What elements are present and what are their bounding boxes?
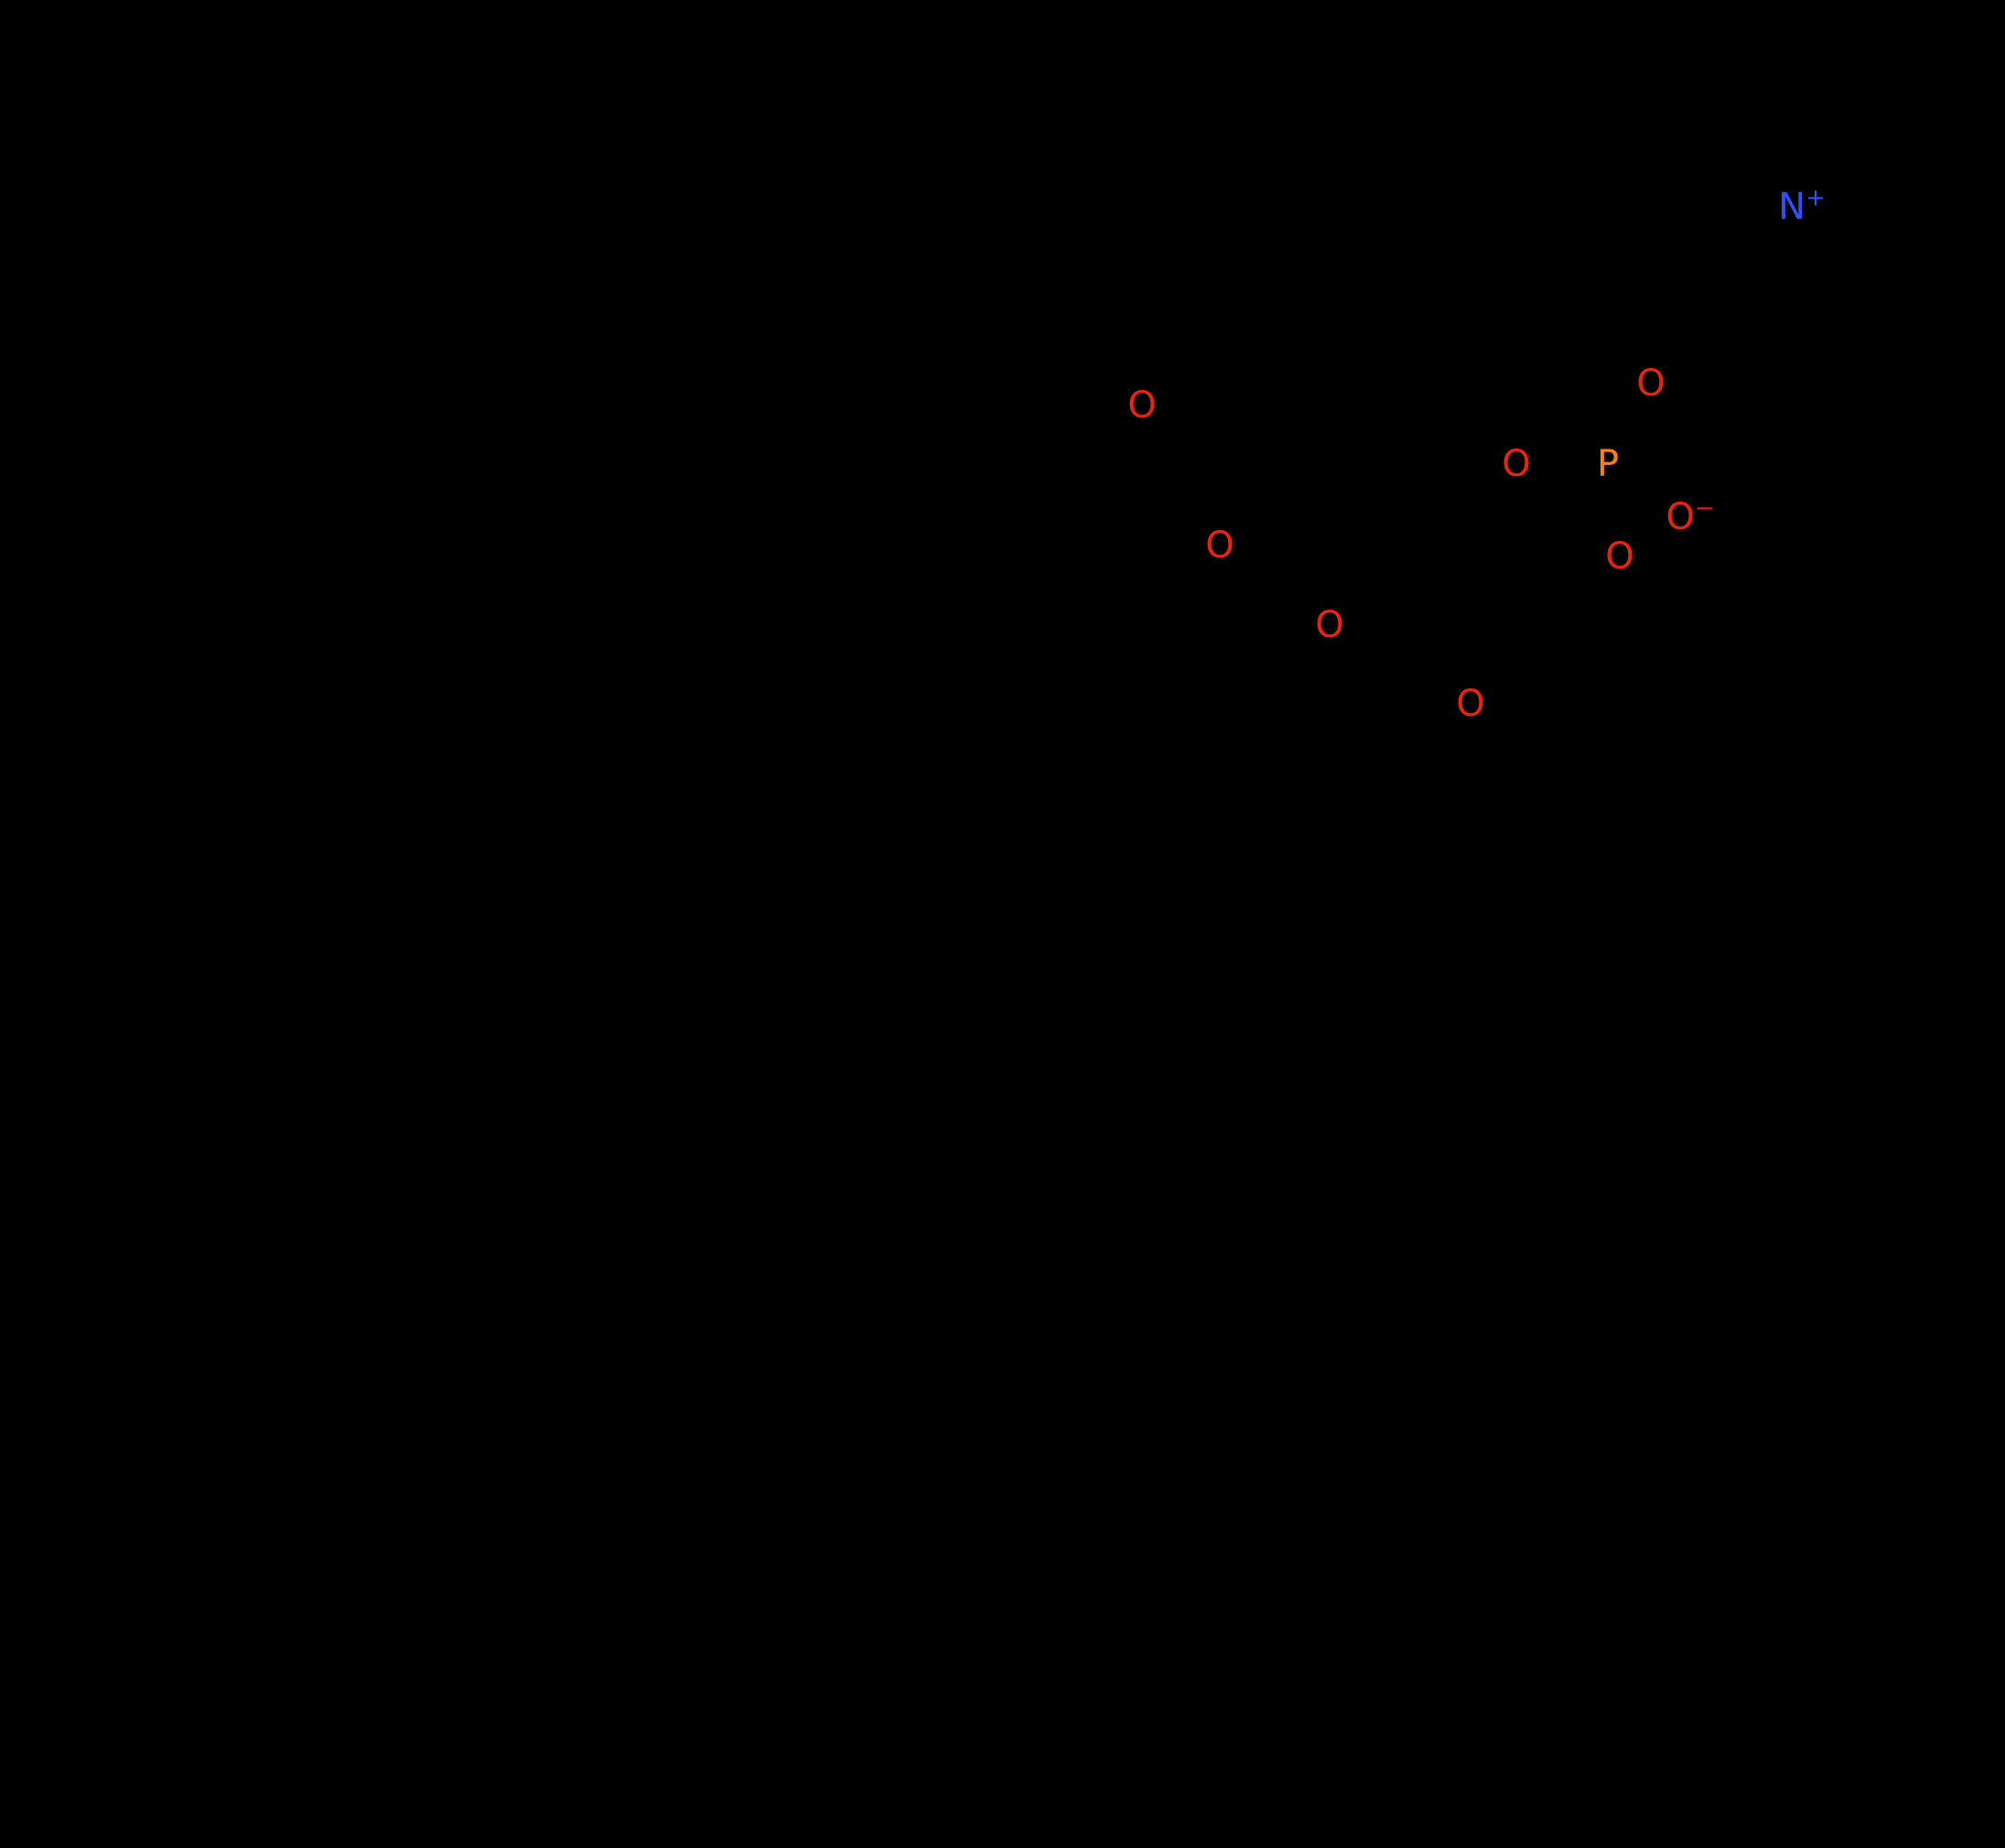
atom-label-n-plus: N+ [1778,184,1826,228]
charge-label: + [1806,184,1826,212]
atom-label-o: O [1456,683,1485,725]
atom-label-o-minus: O− [1665,494,1715,538]
atom-label-o: O [1127,384,1157,427]
atom-label-o: O [1502,443,1531,485]
atom-label-o: O [1605,535,1634,578]
charge-label: − [1694,494,1715,523]
atom-label-o: O [1636,362,1665,405]
atom-label-o: O [1315,604,1344,646]
atom-label-o: O [1205,524,1234,567]
atom-label-p: P [1596,443,1620,485]
